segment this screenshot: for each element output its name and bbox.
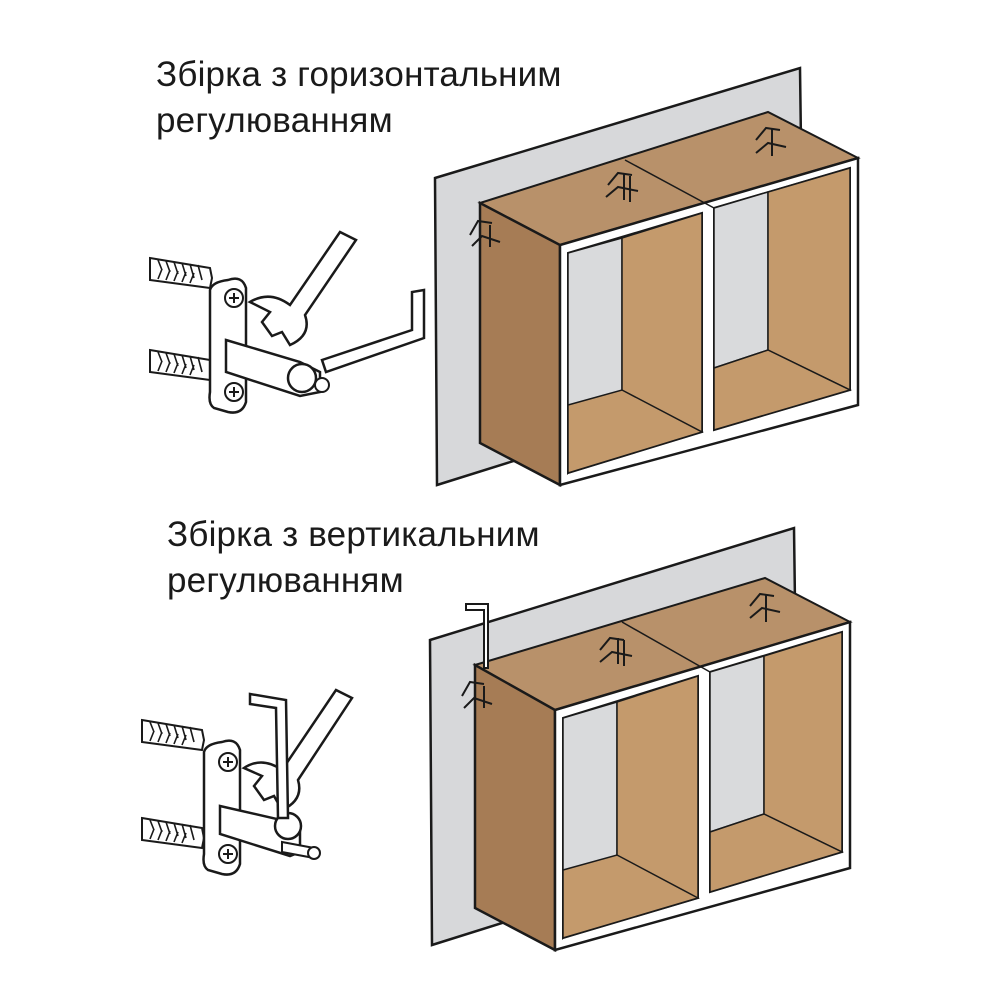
hex-key-icon <box>320 288 426 374</box>
cabinet-hanger-icon <box>461 592 781 709</box>
section-title-vertical: Збірка з вертикальним регулюванням <box>167 512 540 604</box>
cabinet-hanger-icon <box>469 126 787 247</box>
hanger-bracket-top <box>149 257 330 414</box>
hex-key-icon <box>248 692 290 820</box>
title-line: Збірка з вертикальним <box>167 515 540 554</box>
section-title-horizontal: Збірка з горизонтальним регулюванням <box>156 52 562 144</box>
title-line: регулюванням <box>156 101 393 140</box>
cabinet-bottom <box>472 576 853 953</box>
title-line: Збірка з горизонтальним <box>156 55 562 94</box>
wrench-icon <box>241 688 354 812</box>
wrench-icon <box>247 230 358 347</box>
hex-key-icon <box>465 603 489 669</box>
hanger-bracket-bottom <box>141 719 321 876</box>
cabinet-top <box>477 110 861 488</box>
title-line: регулюванням <box>167 561 404 600</box>
